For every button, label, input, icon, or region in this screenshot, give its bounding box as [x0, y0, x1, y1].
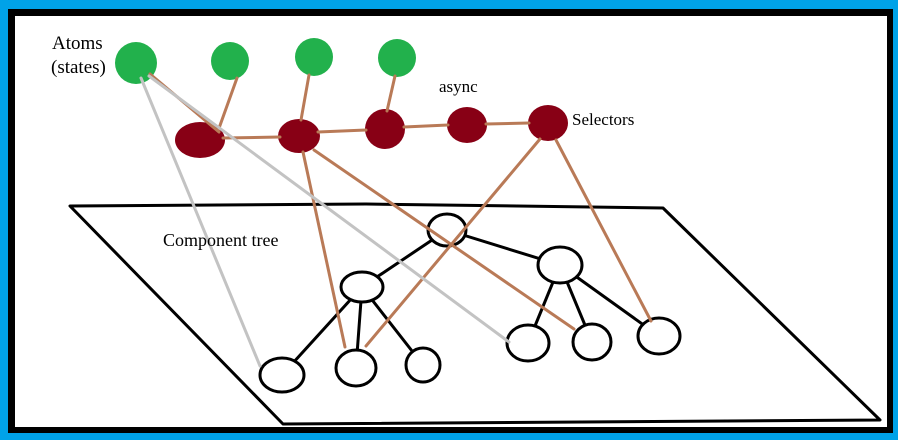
- atom-node-3: [295, 38, 333, 76]
- atom-node-4: [378, 39, 416, 77]
- selector-node-3: [365, 109, 405, 149]
- data-flow-lines: [148, 72, 653, 349]
- flow-selector5-leaf2: [364, 137, 542, 348]
- selectors-label: Selectors: [572, 110, 634, 129]
- flow-atom4-selector3: [385, 74, 397, 113]
- component-node-leaf-1: [258, 356, 306, 394]
- component-node-leaf-5: [571, 322, 613, 362]
- component-node-branch-left: [339, 270, 385, 304]
- flow-selector2-selector3: [316, 128, 368, 134]
- atom-nodes: [115, 38, 416, 84]
- atoms-label-line2: (states): [51, 57, 106, 78]
- flow-selector3-selector4: [402, 123, 450, 129]
- component-node-branch-right: [536, 245, 584, 285]
- component-node-leaf-2: [334, 348, 378, 388]
- component-node-leaf-6: [636, 316, 682, 356]
- component-node-leaf-4: [505, 323, 551, 363]
- atoms-label-line1: Atoms: [52, 33, 103, 54]
- selector-node-5: [528, 105, 568, 141]
- component-tree-label: Component tree: [163, 230, 278, 250]
- component-nodes: [258, 212, 682, 394]
- selector-node-4: [447, 107, 487, 143]
- selector-nodes: [175, 105, 568, 158]
- atom-node-2: [211, 42, 249, 80]
- flow-atom2-selector1: [216, 76, 239, 133]
- flow-selector2-leaf5: [312, 148, 576, 331]
- subscription-atom1-leaf4: [147, 74, 511, 344]
- flow-selector2-leaf2: [301, 150, 347, 349]
- component-node-leaf-3: [404, 346, 442, 384]
- atom-node-1: [115, 42, 157, 84]
- selector-node-1: [175, 122, 225, 158]
- selector-node-2: [278, 119, 320, 153]
- subscription-lines: [139, 74, 511, 368]
- subscription-atom1-leaf1: [139, 76, 262, 368]
- async-label: async: [439, 77, 478, 96]
- flow-selector4-selector5: [484, 121, 531, 126]
- flow-atom3-selector2: [299, 73, 311, 122]
- flow-selector5-leaf6: [554, 138, 653, 323]
